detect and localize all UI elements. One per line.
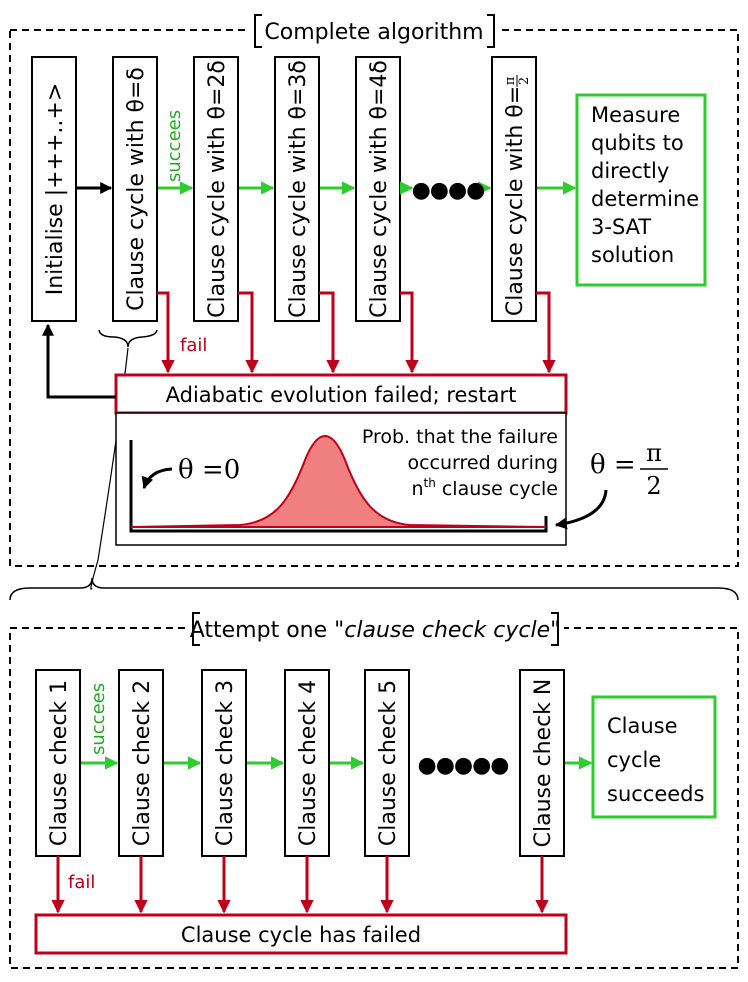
cycle-box-last — [491, 56, 537, 322]
probability-curve — [131, 435, 547, 528]
bottom-title-italic: "clause check cycle" — [334, 618, 560, 643]
bottom-title-prefix: Attempt one — [190, 618, 334, 643]
cycle-box-1 — [112, 56, 158, 322]
measure-line-2: qubits to — [591, 131, 684, 155]
check-label-4: Clause check 4 — [296, 680, 321, 846]
theta-end-arrow — [554, 489, 608, 530]
theta-end-label: θ = π 2 — [590, 439, 668, 500]
theta-end-num: π — [646, 439, 662, 467]
cycle-label-last-frac-num: π — [503, 76, 518, 85]
measure-line-6: solution — [591, 243, 674, 267]
cycle-label-1: Clause cycle with θ=δ — [124, 67, 149, 311]
cycle-label-3: Clause cycle with θ=3δ — [286, 60, 311, 318]
check-label-3: Clause check 3 — [213, 680, 238, 846]
prob-text-line-1: Prob. that the failure — [362, 426, 558, 448]
check-label-1: Clause check 1 — [47, 680, 72, 846]
prob-text-rest: clause cycle — [436, 478, 558, 500]
fail-arrow-3 — [319, 291, 340, 374]
clause-cycle-failed-box — [34, 913, 568, 955]
measure-box — [575, 93, 707, 287]
succees-label-top: succees — [164, 110, 185, 182]
clause-cycle-failed-label: Clause cycle has failed — [181, 923, 421, 947]
prob-text-line-2: occurred during — [407, 452, 558, 474]
cycle-label-4: Clause cycle with θ=4δ — [367, 60, 392, 318]
cycle-label-last: Clause cycle with θ= π 2 — [503, 75, 532, 316]
check-box-3 — [201, 669, 247, 857]
measure-line-5: 3-SAT — [591, 215, 651, 239]
title-bracket-left — [254, 14, 262, 48]
succees-label-bottom: succees — [88, 683, 109, 755]
fail-label-top: fail — [180, 335, 207, 356]
adiabatic-failed-label: Adiabatic evolution failed; restart — [166, 383, 517, 407]
cycle-brace — [98, 329, 158, 348]
restart-arrow — [42, 323, 116, 399]
theta-end-den: 2 — [646, 472, 661, 500]
top-section-title: Complete algorithm — [264, 20, 483, 45]
measure-line-1: Measure — [591, 103, 680, 127]
measure-line-3: directly — [591, 159, 669, 183]
check-label-n: Clause check N — [531, 679, 556, 848]
section-brace — [9, 577, 739, 601]
cycle-label-last-prefix: Clause cycle with θ= — [503, 86, 528, 316]
probability-axes — [129, 440, 548, 533]
title-bracket-right — [487, 14, 495, 48]
bottom-title-bracket-right — [551, 612, 559, 646]
prob-text-n: n — [411, 478, 423, 500]
bottom-title-bracket-left — [192, 612, 200, 646]
check-box-2 — [118, 669, 164, 857]
initialise-box — [31, 56, 77, 322]
dots-bottom: ●●●●● — [418, 753, 509, 778]
clause-cycle-succeeds-box — [591, 695, 717, 819]
cycle-label-last-frac-den: 2 — [517, 77, 532, 85]
bottom-section-title: Attempt one "clause check cycle" — [190, 618, 561, 643]
fail-label-bottom: fail — [68, 872, 95, 893]
prob-text-line-3: nth clause cycle — [411, 476, 558, 500]
check-box-1 — [35, 669, 81, 857]
cycle-box-4 — [355, 56, 401, 322]
fail-arrow-4 — [400, 291, 419, 374]
check-box-4 — [284, 669, 330, 857]
fail-arrow-2 — [238, 291, 259, 374]
fail-arrow-1 — [157, 291, 175, 374]
succeeds-line-1: Clause — [607, 714, 678, 738]
check-label-5: Clause check 5 — [376, 680, 401, 846]
succeeds-line-3: succeeds — [607, 782, 704, 806]
theta-zero-arrow — [141, 467, 173, 490]
cycle-box-3 — [274, 56, 320, 322]
cycle-label-2: Clause cycle with θ=2δ — [205, 60, 230, 318]
theta-zero-label: θ =0 — [178, 455, 240, 485]
fail-arrow-5 — [536, 291, 556, 374]
theta-end-lhs: θ = — [590, 450, 636, 480]
prob-text-th: th — [424, 476, 436, 490]
cycle-box-2 — [193, 56, 239, 322]
succeeds-line-2: cycle — [607, 748, 661, 772]
check-label-2: Clause check 2 — [130, 680, 155, 846]
measure-line-4: determine — [591, 187, 699, 211]
initialise-label: Initialise |+++..+> — [43, 83, 68, 296]
dots-top: ●●●● — [412, 178, 485, 203]
